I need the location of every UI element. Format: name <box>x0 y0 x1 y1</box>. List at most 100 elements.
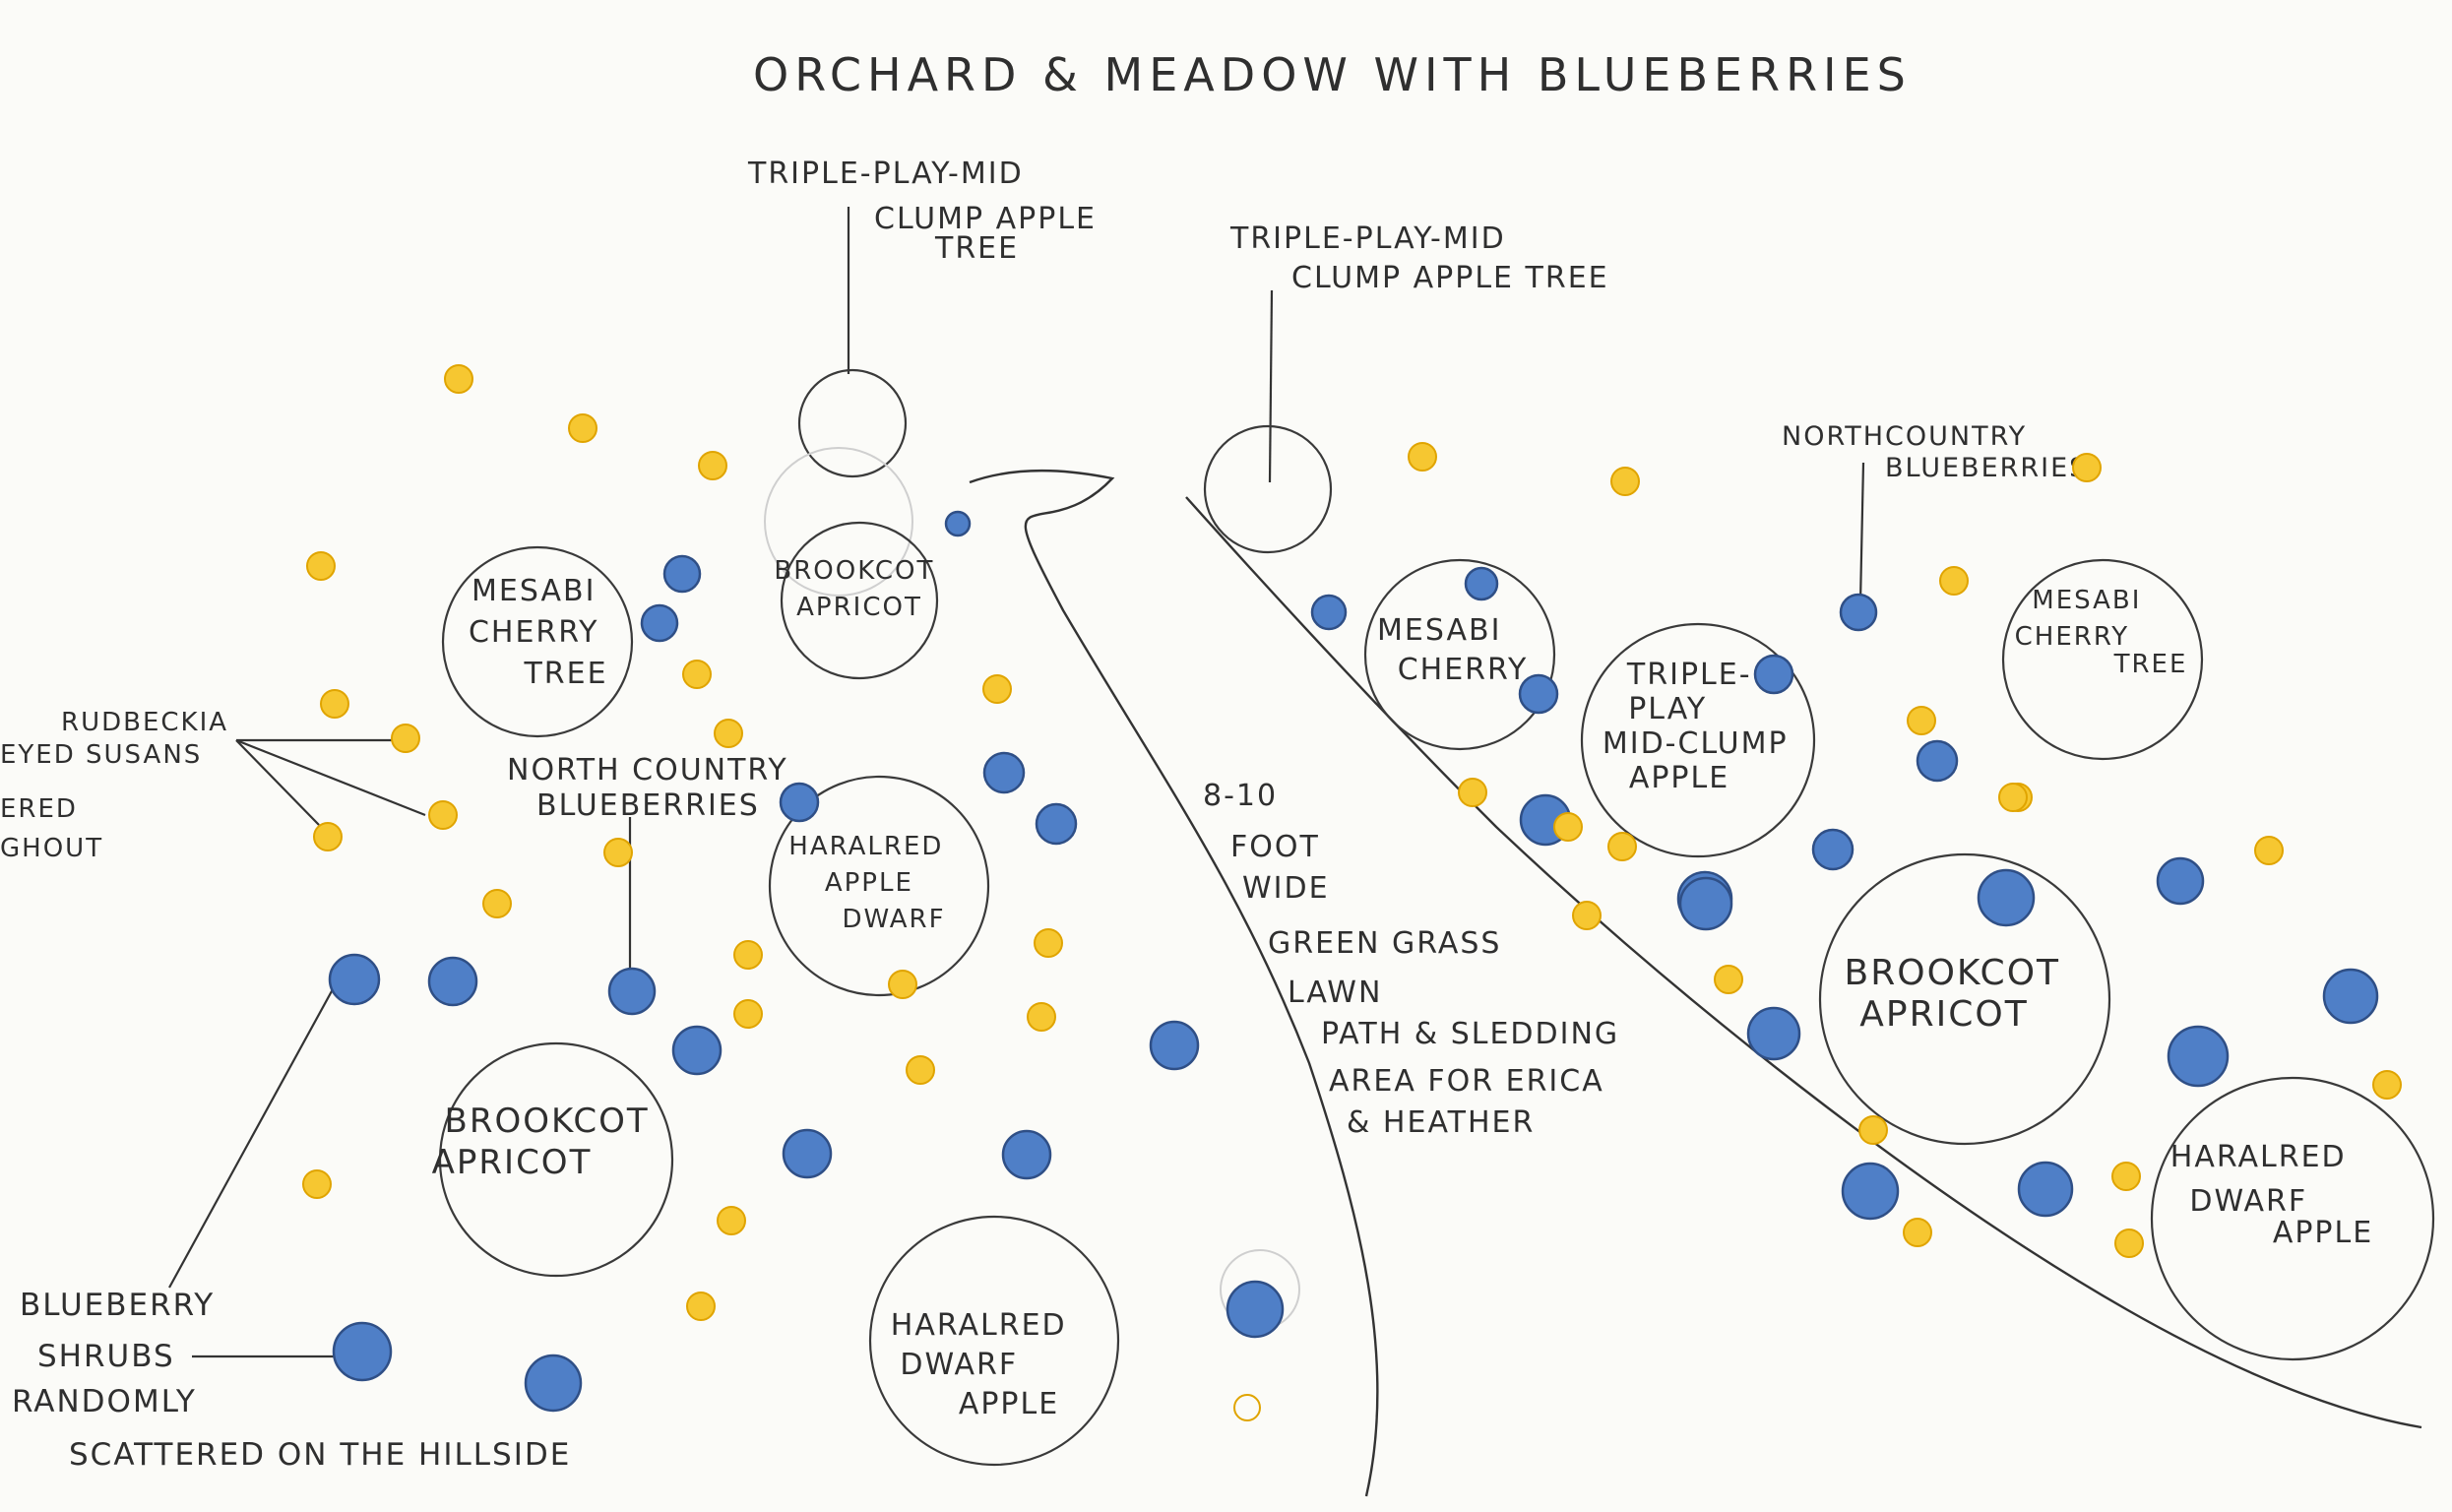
leader-blueberry-1 <box>168 988 334 1289</box>
rudbeckia-dot <box>1458 778 1487 807</box>
rudbeckia-dot <box>2111 1162 2141 1191</box>
blueberry-dot <box>1746 1006 1801 1061</box>
lawn-path-left-edge <box>969 469 1379 1497</box>
blueberry-dot <box>671 1025 723 1076</box>
rudbeckia-dot <box>2372 1070 2402 1100</box>
label-triple-play-2: TRIPLE-PLAY-MID CLUMP APPLE TREE <box>1229 221 1609 295</box>
rudbeckia-dot <box>1553 812 1583 842</box>
rudbeckia-dot <box>1714 965 1743 994</box>
rudbeckia-dot <box>1939 566 1969 596</box>
rudbeckia-dot <box>1034 928 1063 958</box>
blueberry-dot <box>2322 968 2379 1025</box>
blueberry-dot <box>2017 1161 2074 1218</box>
rudbeckia-dot <box>717 1206 746 1235</box>
rudbeckia-dot <box>1858 1115 1888 1145</box>
rudbeckia-dot <box>1572 901 1602 930</box>
blueberry-dot <box>982 751 1026 794</box>
label-lawn-path: 8-10 FOOT WIDE GREEN GRASS LAWN PATH & S… <box>1203 779 1631 1140</box>
blueberry-shrub-markers <box>328 510 2379 1413</box>
rudbeckia-dot <box>686 1292 716 1321</box>
blueberry-dot <box>1753 654 1794 695</box>
rudbeckia-dot <box>1907 706 1936 735</box>
blueberry-dot <box>2156 856 2205 906</box>
brookcot-apricot-circle-1 <box>780 521 939 680</box>
triple-play-ghost-circle <box>764 447 913 597</box>
rudbeckia-dot <box>1610 467 1640 496</box>
blueberry-dot <box>1678 876 1733 931</box>
rudbeckia-dot <box>1233 1394 1261 1421</box>
tree-label-haralred-2: HARALRED DWARF APPLE <box>891 1308 1078 1421</box>
rudbeckia-dot <box>1903 1218 1932 1247</box>
rudbeckia-dot <box>2254 836 2284 865</box>
blueberry-dot <box>1916 739 1959 783</box>
rudbeckia-dot <box>428 800 458 830</box>
mesabi-cherry-circle-3 <box>2001 558 2204 761</box>
leader-north-country-2 <box>1858 462 1865 603</box>
blueberry-dot <box>1035 802 1078 846</box>
tree-label-haralred-1: HARALRED APPLE DWARF <box>788 832 953 934</box>
brookcot-apricot-circle-2 <box>438 1041 674 1278</box>
mesabi-cherry-circle-2 <box>1363 558 1556 751</box>
rudbeckia-dot <box>733 999 763 1029</box>
plan-title: ORCHARD & MEADOW WITH BLUEBERRIES <box>753 48 1912 101</box>
blueberry-dot <box>607 967 657 1016</box>
blueberry-dot <box>1226 1280 1285 1339</box>
rudbeckia-dot <box>313 822 343 851</box>
blueberry-dot <box>1464 566 1499 601</box>
rudbeckia-dot <box>603 838 633 867</box>
blueberry-dot <box>662 554 702 594</box>
label-triple-play-1: TRIPLE-PLAY-MID CLUMP APPLE TREE <box>747 157 1108 266</box>
tree-labels: MESABI CHERRY TREE BROOKCOT APRICOT HARA… <box>432 556 2373 1421</box>
rudbeckia-dot <box>320 689 349 719</box>
rudbeckia-dot <box>302 1169 332 1199</box>
blueberry-dot <box>944 510 972 537</box>
blueberry-dot <box>524 1354 583 1413</box>
blueberry-dot <box>1839 593 1878 632</box>
triple-play-clump-apple-circle-2 <box>1203 424 1333 554</box>
label-north-country-2: NORTHCOUNTRY BLUEBERRIES <box>1782 421 2088 483</box>
rudbeckia-dot <box>698 451 727 480</box>
rudbeckia-dot <box>306 551 336 581</box>
mesabi-cherry-circle-1 <box>441 545 634 738</box>
blueberry-dot <box>779 782 820 823</box>
brookcot-apricot-circle-3 <box>1818 852 2111 1146</box>
rudbeckia-dot <box>906 1055 935 1085</box>
rudbeckia-dot <box>2114 1228 2144 1258</box>
blueberry-dot <box>2167 1025 2230 1088</box>
triple-play-mid-clump-apple-circle-3 <box>1580 622 1816 858</box>
label-rudbeckia: RUDBECKIA EYED SUSANS ERED GHOUT <box>0 708 238 863</box>
rudbeckia-dot <box>1607 832 1637 861</box>
blueberry-dot <box>640 603 679 643</box>
blueberry-dot <box>1977 868 2036 927</box>
leader-rudbeckia-3 <box>235 739 320 826</box>
rudbeckia-dot <box>1027 1002 1056 1032</box>
rudbeckia-dot <box>444 364 473 394</box>
rudbeckia-dot <box>888 970 917 999</box>
rudbeckia-dot <box>568 413 597 443</box>
rudbeckia-dot <box>1408 442 1437 472</box>
rudbeckia-dot <box>682 660 712 689</box>
tree-label-mesabi-1: MESABI CHERRY TREE <box>469 574 610 691</box>
leader-triple-play-2 <box>1268 289 1274 483</box>
lawn-path-right-edge <box>1185 496 2422 1429</box>
blueberry-dot <box>1811 828 1855 871</box>
leader-rudbeckia-2 <box>235 738 426 817</box>
blueberry-dot <box>782 1128 833 1179</box>
tree-label-mesabi-2: MESABI CHERRY <box>1377 613 1528 687</box>
blueberry-dot <box>328 953 381 1006</box>
label-north-country-1: NORTH COUNTRY BLUEBERRIES <box>507 753 799 823</box>
tree-label-brookcot-1: BROOKCOT APRICOT <box>774 556 944 622</box>
blueberry-dot <box>1149 1020 1200 1071</box>
rudbeckia-dot <box>733 940 763 970</box>
blueberry-dot <box>1001 1129 1052 1180</box>
tree-label-triple-play-3: TRIPLE- PLAY MID-CLUMP APPLE <box>1603 658 1799 795</box>
haralred-dwarf-apple-circle-2 <box>868 1215 1120 1467</box>
tree-label-haralred-3: HARALRED DWARF APPLE <box>2170 1140 2373 1250</box>
tree-circles <box>438 368 2435 1467</box>
haralred-dwarf-apple-circle-3 <box>2150 1076 2435 1361</box>
triple-play-clump-apple-circle-1 <box>797 368 908 478</box>
haralred-apple-dwarf-circle-1 <box>768 775 990 997</box>
tree-label-brookcot-3: BROOKCOT APRICOT <box>1845 953 2074 1035</box>
blueberry-dot <box>427 956 478 1007</box>
rudbeckia-dot <box>1998 783 2028 812</box>
